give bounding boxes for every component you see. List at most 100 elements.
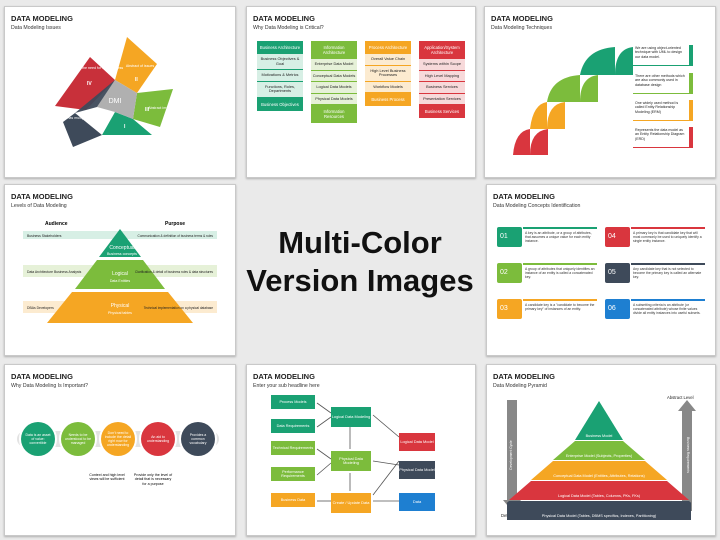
- svg-text:Development Cycle: Development Cycle: [509, 440, 513, 470]
- concept-number: 01: [497, 227, 522, 247]
- slide-thumbnail-issues[interactable]: DATA MODELING Data Modeling Issues DMI I…: [4, 6, 236, 178]
- svg-text:Business Requirements: Business Requirements: [686, 437, 690, 473]
- importance-circle: An aid to understanding: [141, 422, 175, 456]
- column-item: Physical Data Models: [311, 94, 357, 106]
- column-item: Systems within Scope: [419, 59, 465, 71]
- svg-text:Conceptual: Conceptual: [109, 245, 134, 251]
- technique-item: Represents the data model as an Entity R…: [633, 127, 693, 148]
- slide-subtitle: Enter your sub headline here: [253, 383, 320, 389]
- slide-thumbnail-why-important[interactable]: DATA MODELING Why Data Modeling Is Impor…: [4, 364, 236, 536]
- slide-title: DATA MODELING: [253, 372, 315, 381]
- svg-text:Technical implementation on a: Technical implementation on a physical d…: [144, 306, 214, 310]
- column-item: Enterprise Data Model: [311, 59, 357, 71]
- output-box: Physical Data Model: [399, 461, 435, 479]
- svg-text:III: III: [145, 107, 150, 113]
- concept-bar: [523, 227, 597, 229]
- pyramid-logical: [75, 260, 165, 289]
- input-box: Data Requirements: [271, 419, 315, 433]
- slide-thumbnail-techniques[interactable]: DATA MODELING Data Modeling Techniques W…: [484, 6, 716, 178]
- heading-line-1: Multi-Color: [278, 225, 442, 260]
- layer-text: Business Model: [585, 433, 613, 438]
- concept-bar: [523, 299, 597, 301]
- technique-text: Represents the data model as an Entity R…: [635, 128, 685, 141]
- concept-text: A group of attributes that uniquely iden…: [525, 267, 595, 280]
- concept-text: A key is an attribute, or a group of att…: [525, 231, 592, 244]
- slide-title: DATA MODELING: [253, 14, 315, 23]
- multi-color-heading: Multi-Color Version Images: [243, 224, 477, 300]
- svg-text:Physical tables: Physical tables: [108, 311, 132, 315]
- column-item: Motivations & Metrics: [257, 70, 303, 82]
- pyramid-layer: Logical Data Model (Tables, Columns, PKs…: [509, 481, 689, 500]
- svg-text:DBAs Developers: DBAs Developers: [27, 306, 54, 310]
- svg-text:I: I: [124, 124, 126, 130]
- note-right: Provide only the level of detail that is…: [133, 473, 173, 486]
- svg-text:Communication & definition of: Communication & definition of business t…: [138, 234, 214, 238]
- segment-iii: [133, 89, 173, 127]
- column-item: High Level Business Processes: [365, 66, 411, 82]
- svg-text:Reduces the need for complexne: Reduces the need for complexness: [67, 66, 124, 70]
- techniques-steps: [513, 47, 633, 155]
- pyramid-layer: Physical Data Model (Tables, DBMS specif…: [507, 501, 691, 520]
- concept-number: 06: [605, 299, 630, 319]
- svg-text:Abstract Level: Abstract Level: [667, 395, 694, 400]
- technique-item: There are other methods which are also c…: [633, 73, 693, 94]
- slide-subtitle: Why Data Modeling is Critical?: [253, 25, 324, 31]
- column-item: High Level Mapping: [419, 71, 465, 83]
- slide-subtitle: Data Modeling Pyramid: [493, 383, 547, 389]
- column-item: Overall Value Chain: [365, 54, 411, 66]
- concept-number: 03: [497, 299, 522, 319]
- circle-text: Don't need to include the detail right n…: [104, 430, 132, 448]
- column-item: Business Services: [419, 82, 465, 94]
- svg-text:Relational level aims at compl: Relational level aims at complex techniq…: [93, 144, 161, 148]
- layer-text: Logical Data Model (Tables, Columns, PKs…: [557, 493, 641, 498]
- segment-v: [63, 113, 102, 147]
- slide-title: DATA MODELING: [11, 372, 73, 381]
- layer-text: Enterprise Model (Subjects, Properties): [565, 453, 633, 458]
- column-item: Workflow Models: [365, 82, 411, 94]
- abstract-arrow: [678, 400, 696, 511]
- flow-arrows: [316, 402, 400, 502]
- svg-text:Abstract of issues: Abstract of issues: [126, 64, 155, 68]
- concept-number: 05: [605, 263, 630, 283]
- step-leaf-2: [547, 75, 580, 102]
- column-item: Functions, Roles, Departments: [257, 82, 303, 98]
- slide-thumbnail-flow[interactable]: DATA MODELING Enter your sub headline he…: [246, 364, 476, 536]
- step-leaf-3: [530, 102, 547, 129]
- slide-subtitle: Why Data Modeling Is Important?: [11, 383, 88, 389]
- importance-circle: Don't need to include the detail right n…: [101, 422, 135, 456]
- slide-thumbnail-concepts[interactable]: DATA MODELING Data Modeling Concepts Ide…: [486, 184, 716, 356]
- concept-text: A candidate key is a "candidate to becom…: [525, 303, 595, 312]
- column-header: Business Architecture: [257, 41, 303, 54]
- input-box: Performance Requirements: [271, 467, 315, 481]
- column-item: Conceptual Data Models: [311, 71, 357, 83]
- svg-text:Logical: Logical: [112, 271, 128, 277]
- slide-thumbnail-pyramid[interactable]: DATA MODELING Data Modeling Pyramid Abst…: [486, 364, 716, 536]
- center-label: DMI: [109, 98, 122, 105]
- segment-iv: [55, 57, 115, 110]
- column-footer: Business Objectives: [257, 97, 303, 111]
- input-box: Business Data: [271, 493, 315, 507]
- dmi-center: [97, 80, 137, 119]
- step-leaf-1: [580, 47, 615, 75]
- slide-subtitle: Data Modeling Techniques: [491, 25, 553, 31]
- svg-text:V: V: [102, 110, 106, 116]
- column-footer: Business Services: [419, 105, 465, 119]
- circle-text: Needs to be understood to be managed: [64, 432, 92, 446]
- importance-circle: Needs to be understood to be managed: [61, 422, 95, 456]
- slide-thumbnail-why-critical[interactable]: DATA MODELING Why Data Modeling is Criti…: [246, 6, 476, 178]
- slide-title: DATA MODELING: [11, 192, 73, 201]
- concept-number: 02: [497, 263, 522, 283]
- segment-ii: [115, 37, 157, 93]
- process-box: Logical Data Modeling: [331, 407, 371, 427]
- note-left: Context and high level views will be suf…: [89, 473, 125, 482]
- importance-circle: Data is an asset of value: convertible: [21, 422, 55, 456]
- svg-text:Business concepts: Business concepts: [107, 252, 137, 256]
- step-leaf-4: [513, 129, 530, 155]
- column-footer: Information Resources: [311, 105, 357, 124]
- slide-thumbnail-levels[interactable]: DATA MODELING Levels of Data Modeling Au…: [4, 184, 236, 356]
